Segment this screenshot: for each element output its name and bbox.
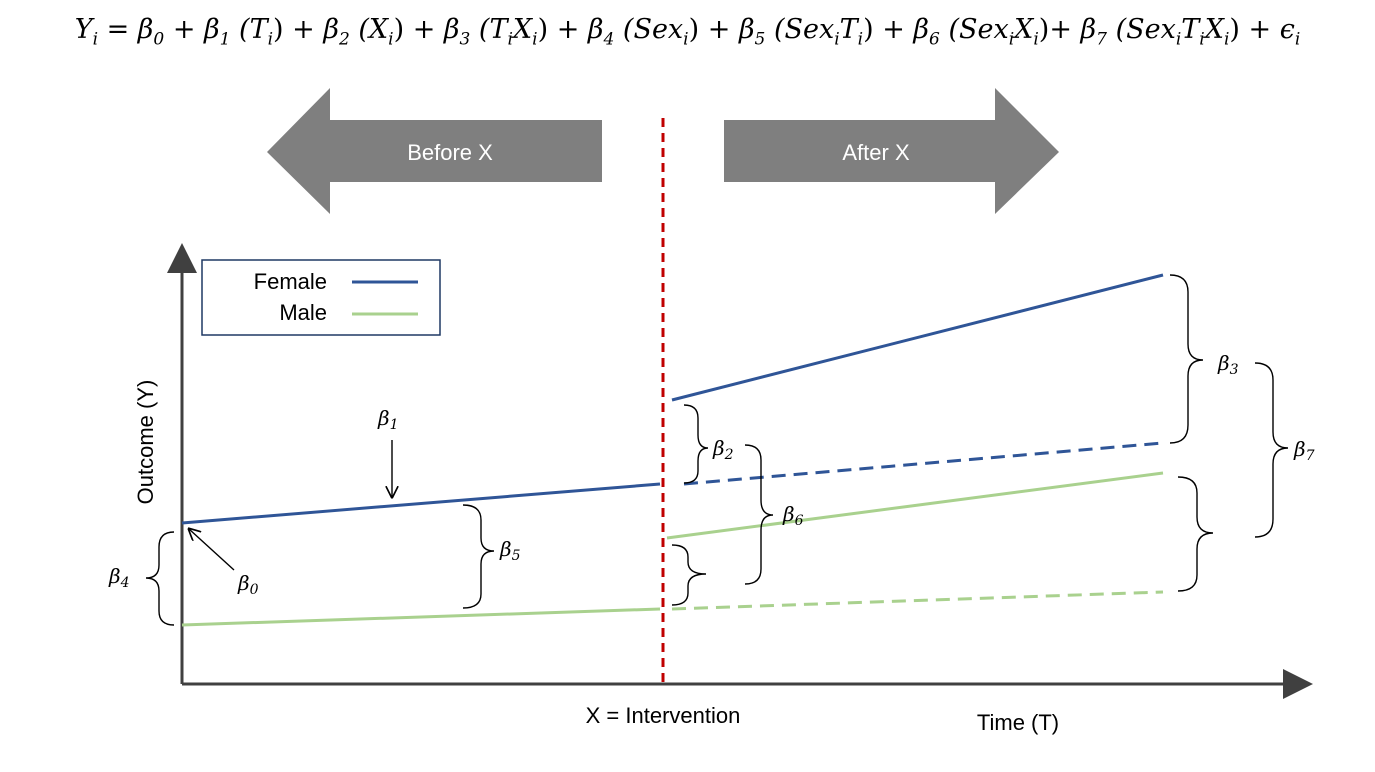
eq-sub: i	[1008, 29, 1015, 50]
eq-equals: =	[98, 14, 138, 45]
after-arrow: After X	[724, 88, 1059, 214]
beta7-label: β7	[1293, 437, 1315, 464]
eq-sub: i	[507, 29, 513, 50]
eq-sub: i	[1223, 29, 1230, 50]
regression-equation: Yi = β0 + β1 (Ti) + β2 (Xi) + β3 (TiXi) …	[74, 14, 1301, 50]
eq-beta5: β	[738, 14, 755, 45]
eq-term: (T	[230, 14, 268, 45]
eq-beta2: β	[323, 14, 339, 45]
eq-sub: i	[1175, 29, 1182, 50]
beta6-label: β6	[782, 502, 804, 529]
brace-beta2	[683, 404, 709, 484]
braces	[145, 274, 1289, 626]
eq-plus: ) +	[1229, 14, 1280, 45]
beta5-label: β5	[499, 537, 521, 564]
female-post-line	[671, 273, 1164, 402]
eq-beta1: β	[204, 14, 220, 45]
eq-plus: ) +	[393, 14, 444, 45]
before-arrow-shape	[267, 88, 602, 214]
beta0-label: β0	[237, 571, 259, 598]
eq-y: Y	[74, 14, 93, 45]
after-arrow-label: After X	[842, 140, 910, 165]
eq-sub: i	[388, 29, 394, 50]
beta3-label: β3	[1217, 351, 1239, 378]
eq-term: (X	[349, 14, 389, 45]
eq-term: X	[1014, 14, 1034, 45]
eq-sub: i	[857, 29, 864, 50]
brace-beta7	[1254, 362, 1289, 538]
eq-term: T	[1181, 14, 1200, 45]
brace-beta3	[1169, 274, 1204, 444]
eq-sub: i	[683, 29, 689, 50]
beta2-label: β2	[712, 436, 734, 463]
y-axis-label: Outcome (Y)	[133, 380, 158, 505]
eq-term: (T	[470, 14, 508, 45]
eq-sub: i	[92, 29, 98, 50]
eq-term: X	[512, 14, 533, 45]
before-arrow: Before X	[267, 88, 602, 214]
eq-term: (Sex	[939, 14, 1009, 45]
eq-term: (Sex	[1106, 14, 1176, 45]
eq-beta7: β	[1080, 14, 1097, 45]
intervention-label: X = Intervention	[586, 703, 741, 728]
eq-sub: i	[267, 29, 274, 50]
beta0-pointer	[189, 529, 235, 571]
eq-beta6: β	[913, 14, 930, 45]
legend-box	[201, 259, 441, 336]
eq-sub: i	[1033, 29, 1039, 50]
eq-beta0: β	[137, 14, 154, 45]
brace-male-slope	[1177, 476, 1214, 592]
after-arrow-shape	[724, 88, 1059, 214]
eq-sub: i	[532, 29, 538, 50]
brace-beta5	[462, 504, 495, 609]
legend: Female Male	[201, 259, 441, 336]
x-axis-label: Time (T)	[977, 710, 1059, 735]
eq-beta4: β	[587, 14, 604, 45]
eq-plus: ) +	[537, 14, 588, 45]
eq-plus: +	[164, 14, 205, 45]
eq-sub: i	[1199, 29, 1205, 50]
eq-term: (Sex	[614, 14, 684, 45]
eq-plus: ) +	[688, 14, 739, 45]
eq-plus: )+	[1038, 14, 1081, 45]
eq-plus: ) +	[863, 14, 914, 45]
legend-female-label: Female	[254, 269, 327, 294]
eq-term: T	[839, 14, 858, 45]
female-pre-line	[181, 482, 661, 525]
male-pre-line	[181, 607, 661, 627]
beta-labels: β1 β0 β4 β5 β2 β6 β3 β7	[108, 351, 1315, 598]
beta1-label: β1	[377, 406, 398, 433]
male-post-line	[666, 471, 1164, 540]
eq-sub: i	[1294, 29, 1301, 50]
before-arrow-label: Before X	[407, 140, 493, 165]
beta4-label: β4	[108, 564, 129, 591]
eq-sub: i	[834, 29, 840, 50]
eq-epsilon: ϵ	[1279, 14, 1295, 45]
brace-beta4	[145, 531, 175, 626]
eq-term: (Sex	[765, 14, 835, 45]
male-counterfactual-line	[671, 590, 1164, 611]
female-counterfactual-line	[683, 441, 1164, 486]
eq-plus: ) +	[273, 14, 324, 45]
brace-beta6	[744, 444, 774, 585]
legend-male-label: Male	[279, 300, 327, 325]
eq-beta3: β	[443, 14, 460, 45]
eq-term: X	[1204, 14, 1224, 45]
brace-male-jump	[671, 544, 707, 606]
